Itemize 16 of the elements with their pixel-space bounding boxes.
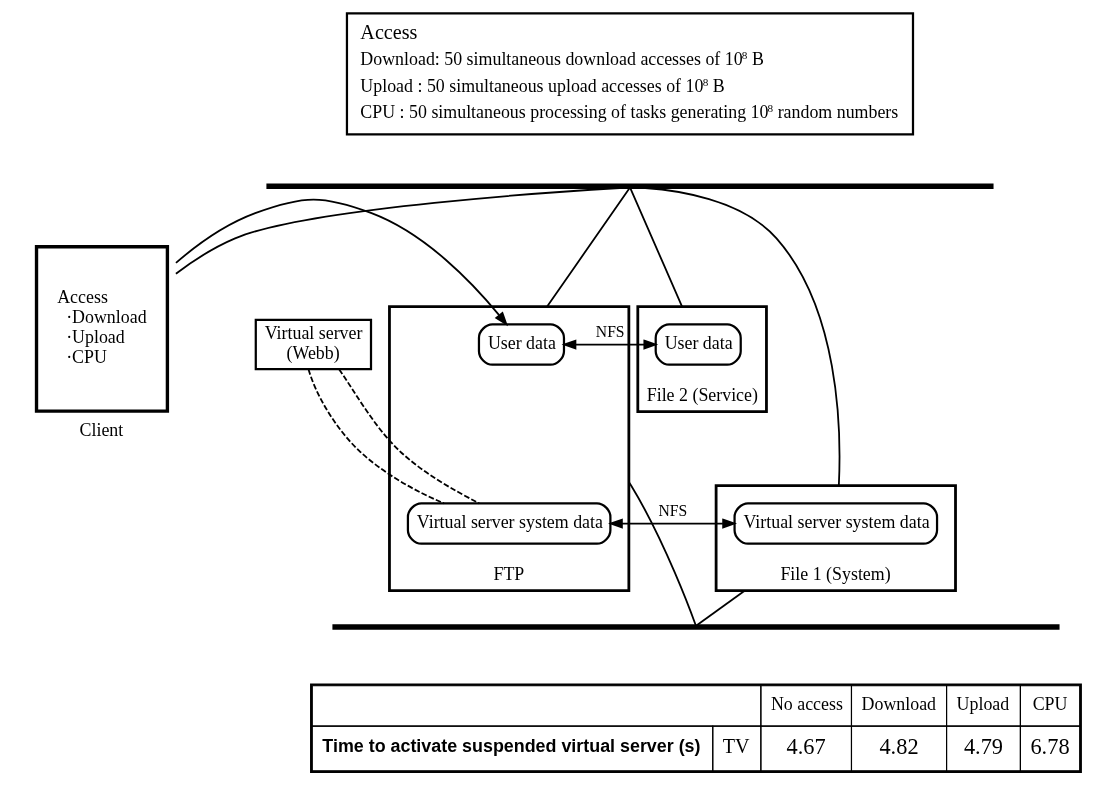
label: Time to activate suspended virtual server (s) xyxy=(322,735,701,756)
label: TV xyxy=(722,734,750,757)
node-label: FTP xyxy=(493,563,525,584)
label: 4.82 xyxy=(879,733,919,759)
label: 4.67 xyxy=(786,733,826,759)
label: Download xyxy=(861,693,937,714)
label: No access xyxy=(770,693,843,714)
label: 6.78 xyxy=(1030,733,1070,759)
node-label: File 2 (Service) xyxy=(646,384,758,405)
label: Upload xyxy=(956,693,1010,714)
edge-label: NFS xyxy=(595,322,625,340)
node-label: Client xyxy=(79,419,124,440)
edge-label: NFS xyxy=(658,501,688,519)
label: 4.79 xyxy=(963,733,1004,759)
node-label: File 1 (System) xyxy=(780,563,891,584)
label: CPU xyxy=(1032,693,1068,714)
